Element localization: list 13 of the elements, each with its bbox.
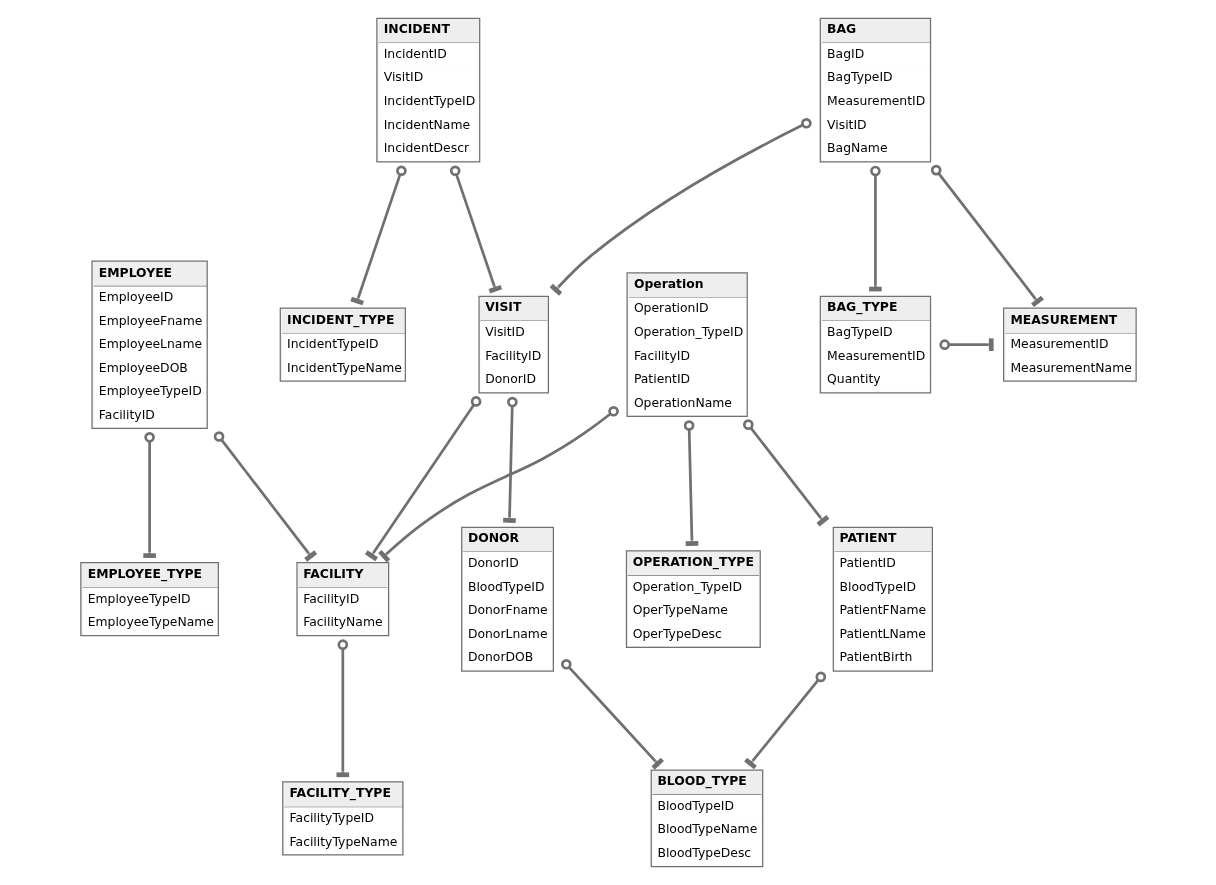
connector xyxy=(938,338,994,351)
connector xyxy=(743,671,826,770)
connector xyxy=(449,165,502,294)
connector xyxy=(213,431,317,562)
connector xyxy=(377,405,619,563)
connector xyxy=(868,165,882,292)
connector xyxy=(930,164,1044,308)
connector xyxy=(349,165,407,306)
connector xyxy=(560,658,664,770)
connector xyxy=(742,419,829,527)
connector xyxy=(502,396,518,523)
connector xyxy=(364,396,481,562)
connector xyxy=(142,431,156,558)
